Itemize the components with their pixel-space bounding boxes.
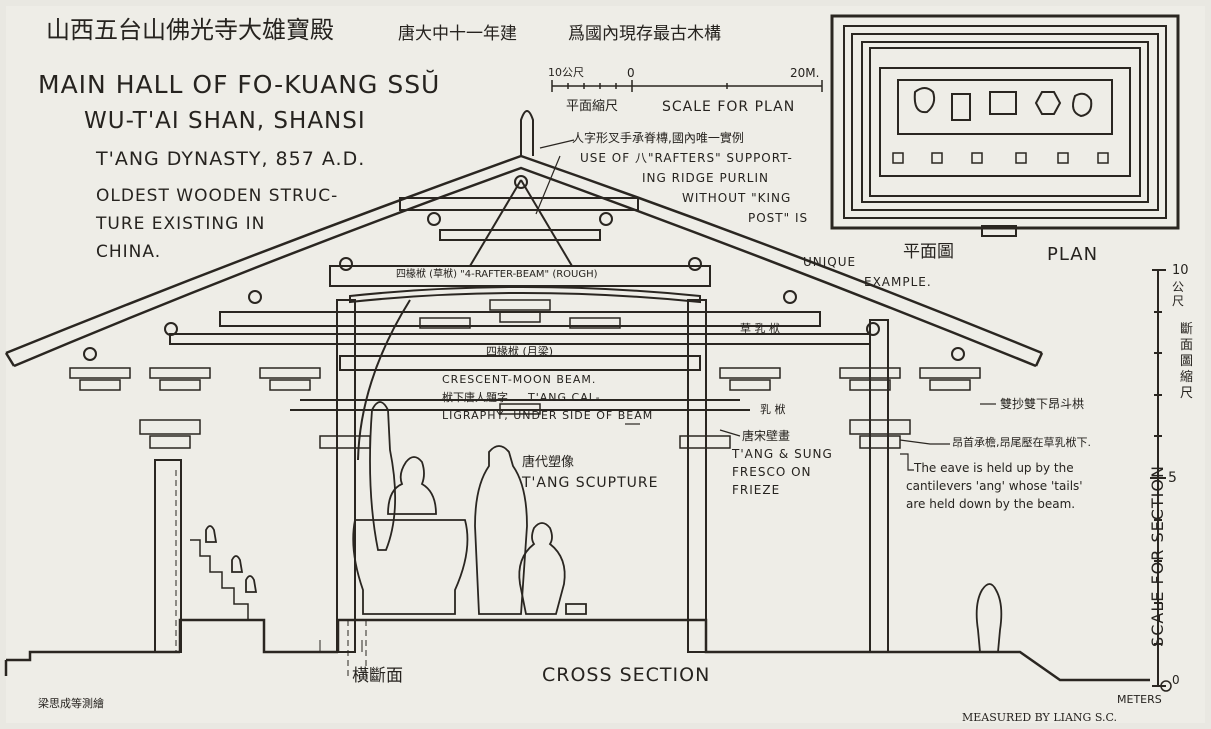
floor-plan	[830, 14, 1180, 237]
section-scale-mid: 5	[1168, 470, 1177, 486]
ridge-note-2: ING RIDGE PURLIN	[642, 171, 769, 185]
eave-note-1: The eave is held up by the	[914, 461, 1074, 475]
plan-scale-zero: 0	[627, 66, 635, 80]
plan-cjk: 平面圖	[903, 242, 954, 262]
leader-lines	[535, 139, 996, 471]
crescent-beam-2: T'ANG CAL-	[528, 391, 601, 404]
plan-columns	[892, 152, 1109, 164]
cross-section-label: CROSS SECTION	[542, 664, 711, 686]
columns	[154, 299, 889, 653]
plan-scale-cjk: 平面縮尺	[566, 99, 619, 114]
eave-note-2: cantilevers 'ang' whose 'tails'	[906, 479, 1083, 493]
drawing-sheet	[6, 6, 1205, 723]
title-line-3: T'ANG DYNASTY, 857 A.D.	[96, 148, 366, 170]
section-scale-cjk: 斷面圖縮尺	[1180, 322, 1194, 401]
sculpture-label: T'ANG SCUPTURE	[522, 475, 659, 491]
section-scale-top: 10	[1172, 263, 1189, 278]
plan-scale-label: SCALE FOR PLAN	[662, 99, 796, 115]
title-line-2: WU-T'AI SHAN, SHANSI	[84, 108, 366, 134]
bracket-note: 雙抄雙下昂斗栱	[1000, 397, 1085, 411]
header-cjk-title: 山西五台山佛光寺大雄寶殿	[46, 16, 334, 44]
statues	[205, 401, 1003, 653]
fresco-cjk: 唐宋壁畫	[742, 429, 791, 443]
ridge-note-cjk: 人字形叉手承脊槫,國內唯一實例	[572, 131, 744, 145]
header-cjk-date: 唐大中十一年建	[398, 24, 517, 44]
section-scale-zero: 0	[1172, 673, 1180, 687]
ridge-note-5: UNIQUE	[803, 255, 857, 269]
title-line-6: CHINA.	[96, 242, 162, 262]
fresco-2: FRESCO ON	[732, 465, 812, 479]
crescent-beam-1: CRESCENT-MOON BEAM.	[442, 373, 597, 386]
beam-4-rafter-label: 四椽栿 (草栿) "4-RAFTER-BEAM" (ROUGH)	[396, 269, 598, 280]
ridge-note-3: WITHOUT "KING	[682, 191, 792, 205]
ridge-note-1: USE OF 八"RAFTERS" SUPPORT-	[580, 151, 793, 165]
section-scale-top-unit: 公尺	[1172, 280, 1185, 308]
crescent-beam-3: LIGRAPHY, UNDER SIDE OF BEAM	[442, 409, 654, 422]
section-scale-unit: METERS	[1117, 693, 1162, 706]
measured-by: MEASURED BY LIANG S.C.	[962, 711, 1117, 724]
fresco-1: T'ANG & SUNG	[732, 447, 833, 461]
section-scale-label: SCALE FOR SECTION	[1148, 465, 1167, 647]
plan-scale-left-label: 10公尺	[548, 66, 584, 79]
title-line-5: TURE EXISTING IN	[96, 214, 266, 234]
cross-section-cjk: 橫斷面	[352, 666, 403, 686]
title-line-4: OLDEST WOODEN STRUC-	[96, 186, 339, 206]
caoru-label: 草 乳 栿	[740, 322, 780, 335]
ground	[4, 539, 1150, 682]
header-cjk-note: 爲國內現存最古木構	[568, 24, 721, 44]
title-line-1: MAIN HALL OF FO-KUANG SSŬ	[38, 70, 441, 99]
ridge-note-4: POST" IS	[748, 211, 809, 225]
eave-note-cjk: 昂首承檐,昂尾壓在草乳栿下.	[952, 436, 1091, 449]
beam-4-moon-label: 四椽栿 (月梁)	[486, 345, 554, 358]
fresco-3: FRIEZE	[732, 483, 781, 497]
purlins	[83, 175, 965, 361]
crescent-beam-cjk: 栿下唐人題字	[442, 391, 508, 404]
plan-label: PLAN	[1047, 244, 1099, 265]
ridge-note-6: EXAMPLE.	[864, 275, 932, 289]
ru-label: 乳 栿	[760, 403, 786, 416]
eave-note-3: are held down by the beam.	[906, 497, 1076, 511]
section-scale-bar	[1150, 269, 1172, 692]
author-cjk: 梁思成等測繪	[38, 697, 104, 710]
plan-scale-right-label: 20M.	[790, 66, 820, 80]
roof	[4, 110, 1044, 368]
plan-scale-bar	[551, 80, 823, 92]
sculpture-cjk: 唐代塑像	[522, 455, 575, 470]
